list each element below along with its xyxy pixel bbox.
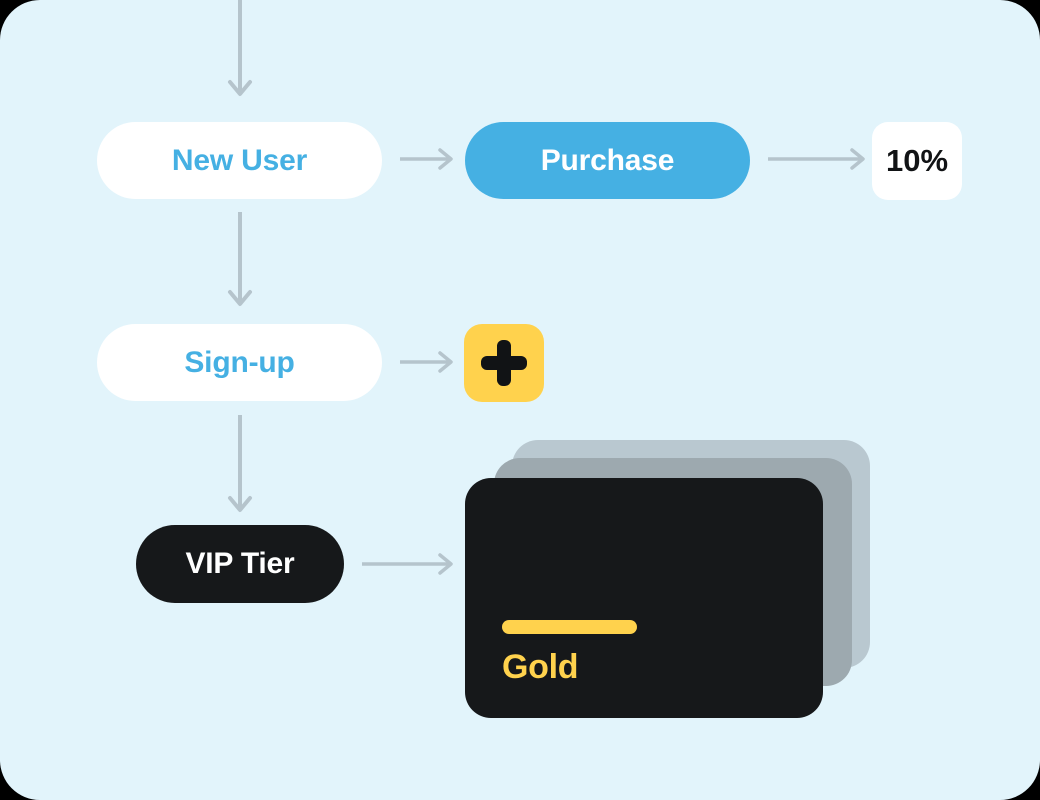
arrow-signup-to-vip [225,415,255,520]
node-vip-tier-label: VIP Tier [185,547,295,580]
entry-arrow-down [225,0,255,102]
arrow-new-user-to-signup [225,212,255,312]
arrow-signup-to-plus [400,347,458,377]
node-new-user[interactable]: New User [97,122,382,199]
badge-conversion-rate: 10% [872,122,962,200]
plus-icon [481,340,527,386]
card-layer-front[interactable]: Gold [465,478,823,718]
card-tier-label: Gold [502,648,579,686]
node-signup-label: Sign-up [184,345,295,379]
node-vip-tier[interactable]: VIP Tier [136,525,344,603]
card-tier-bar [502,620,637,634]
node-new-user-label: New User [171,143,308,177]
arrow-new-user-to-purchase [400,144,458,174]
button-add-action[interactable] [464,324,544,402]
node-signup[interactable]: Sign-up [97,324,382,401]
badge-conversion-rate-label: 10% [885,143,949,178]
arrow-vip-to-card [362,549,458,579]
node-purchase[interactable]: Purchase [465,122,750,199]
node-purchase-label: Purchase [540,143,675,177]
arrow-purchase-to-badge [768,144,870,174]
